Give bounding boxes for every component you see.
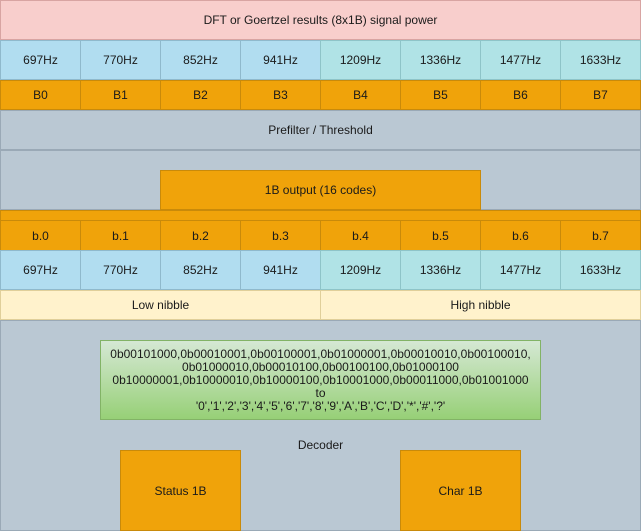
char-box: Char 1B bbox=[400, 450, 521, 531]
byte-label: B7 bbox=[593, 88, 608, 102]
bottom-freq-label: 852Hz bbox=[183, 263, 218, 277]
output-box: 1B output (16 codes) bbox=[160, 170, 481, 210]
top-freq-label: 852Hz bbox=[183, 53, 218, 67]
bottom-freq-cell-3: 941Hz bbox=[240, 250, 321, 290]
bottom-freq-label: 1633Hz bbox=[579, 263, 622, 277]
bottom-freq-cell-2: 852Hz bbox=[160, 250, 241, 290]
top-freq-label: 1477Hz bbox=[499, 53, 542, 67]
top-freq-cell-3: 941Hz bbox=[240, 40, 321, 80]
header-title-box: DFT or Goertzel results (8x1B) signal po… bbox=[0, 0, 641, 40]
code-line-3: 0b10000001,0b10000010,0b10000100,0b10001… bbox=[112, 372, 529, 387]
byte-label: B1 bbox=[113, 88, 128, 102]
byte-label: B4 bbox=[353, 88, 368, 102]
bit-label: b.4 bbox=[352, 228, 369, 243]
byte-cell-3: B3 bbox=[240, 80, 321, 110]
top-freq-label: 1633Hz bbox=[579, 53, 622, 67]
byte-cell-6: B6 bbox=[480, 80, 561, 110]
bit-cell-1: b.1 bbox=[80, 220, 161, 251]
byte-label: B5 bbox=[433, 88, 448, 102]
bit-cell-5: b.5 bbox=[400, 220, 481, 251]
code-line-4: to bbox=[315, 385, 326, 400]
bottom-freq-cell-0: 697Hz bbox=[0, 250, 81, 290]
byte-cell-4: B4 bbox=[320, 80, 401, 110]
byte-label: B6 bbox=[513, 88, 528, 102]
byte-cell-5: B5 bbox=[400, 80, 481, 110]
decoder-label: Decoder bbox=[297, 438, 344, 452]
top-freq-label: 770Hz bbox=[103, 53, 138, 67]
code-line-1: 0b00101000,0b00010001,0b00100001,0b01000… bbox=[110, 346, 531, 361]
top-freq-cell-0: 697Hz bbox=[0, 40, 81, 80]
bottom-freq-cell-6: 1477Hz bbox=[480, 250, 561, 290]
bit-cell-4: b.4 bbox=[320, 220, 401, 251]
bottom-freq-cell-1: 770Hz bbox=[80, 250, 161, 290]
bit-cell-7: b.7 bbox=[560, 220, 641, 251]
top-freq-label: 941Hz bbox=[263, 53, 298, 67]
bottom-freq-label: 770Hz bbox=[103, 263, 138, 277]
byte-label: B2 bbox=[193, 88, 208, 102]
byte-label: B0 bbox=[33, 88, 48, 102]
char-label: Char 1B bbox=[438, 483, 483, 498]
bit-label: b.2 bbox=[192, 228, 209, 243]
bit-label: b.5 bbox=[432, 228, 449, 243]
top-freq-cell-5: 1336Hz bbox=[400, 40, 481, 80]
top-freq-label: 1209Hz bbox=[339, 53, 382, 67]
bottom-freq-label: 1336Hz bbox=[419, 263, 462, 277]
prefilter-label: Prefilter / Threshold bbox=[268, 123, 373, 137]
low-nibble-box: Low nibble bbox=[0, 290, 321, 320]
top-freq-label: 697Hz bbox=[23, 53, 58, 67]
bottom-freq-cell-4: 1209Hz bbox=[320, 250, 401, 290]
byte-cell-0: B0 bbox=[0, 80, 81, 110]
bottom-freq-label: 1477Hz bbox=[499, 263, 542, 277]
low-nibble-label: Low nibble bbox=[131, 298, 190, 312]
top-freq-label: 1336Hz bbox=[419, 53, 462, 67]
top-freq-cell-7: 1633Hz bbox=[560, 40, 641, 80]
status-label: Status 1B bbox=[154, 483, 207, 498]
bit-label: b.3 bbox=[272, 228, 289, 243]
bit-cell-0: b.0 bbox=[0, 220, 81, 251]
prefilter-box: Prefilter / Threshold bbox=[0, 110, 641, 150]
byte-cell-1: B1 bbox=[80, 80, 161, 110]
bottom-freq-label: 1209Hz bbox=[339, 263, 382, 277]
byte-cell-2: B2 bbox=[160, 80, 241, 110]
bit-cell-3: b.3 bbox=[240, 220, 321, 251]
top-freq-cell-1: 770Hz bbox=[80, 40, 161, 80]
byte-label: B3 bbox=[273, 88, 288, 102]
bottom-freq-label: 697Hz bbox=[23, 263, 58, 277]
high-nibble-label: High nibble bbox=[450, 298, 511, 312]
bit-cell-6: b.6 bbox=[480, 220, 561, 251]
byte-cell-7: B7 bbox=[560, 80, 641, 110]
output-label: 1B output (16 codes) bbox=[264, 183, 377, 197]
header-title: DFT or Goertzel results (8x1B) signal po… bbox=[203, 13, 438, 27]
code-table-box: 0b00101000,0b00010001,0b00100001,0b01000… bbox=[100, 340, 541, 420]
top-freq-cell-6: 1477Hz bbox=[480, 40, 561, 80]
bit-label: b.6 bbox=[512, 228, 529, 243]
high-nibble-box: High nibble bbox=[320, 290, 641, 320]
bottom-freq-label: 941Hz bbox=[263, 263, 298, 277]
bit-label: b.1 bbox=[112, 228, 129, 243]
bottom-freq-cell-7: 1633Hz bbox=[560, 250, 641, 290]
bit-label: b.7 bbox=[592, 228, 609, 243]
code-line-5: '0','1','2','3','4','5','6','7','8','9',… bbox=[195, 398, 446, 413]
code-line-2: 0b01000010,0b00010100,0b00100100,0b01000… bbox=[182, 359, 459, 374]
bit-cell-2: b.2 bbox=[160, 220, 241, 251]
bottom-freq-cell-5: 1336Hz bbox=[400, 250, 481, 290]
top-freq-cell-2: 852Hz bbox=[160, 40, 241, 80]
status-box: Status 1B bbox=[120, 450, 241, 531]
top-freq-cell-4: 1209Hz bbox=[320, 40, 401, 80]
bit-label: b.0 bbox=[32, 228, 49, 243]
